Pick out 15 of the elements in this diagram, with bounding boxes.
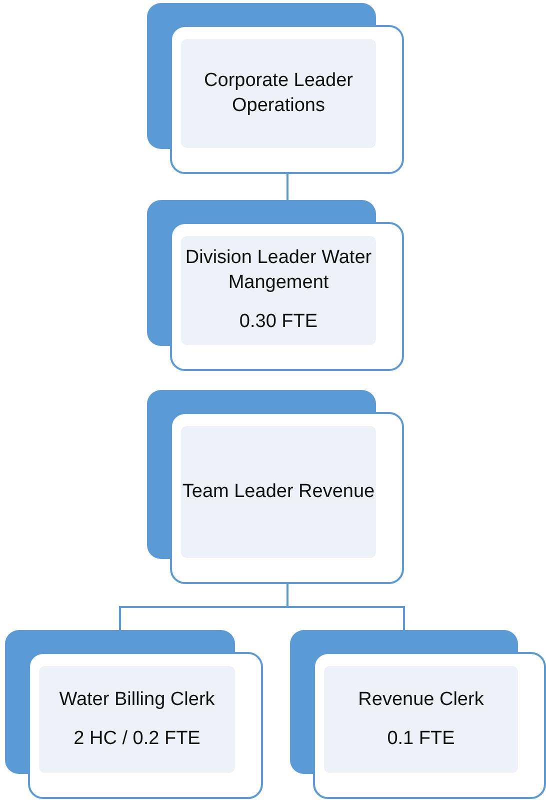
card-text: Corporate Leader Operations [203,68,354,118]
card-text: 0.1 FTE [387,726,455,750]
card-text: Revenue Clerk [358,688,484,712]
card-text: 0.30 FTE [239,310,318,334]
connector-line [286,584,405,630]
card-text: 2 HC / 0.2 FTE [74,726,200,750]
org-chart-card [5,630,263,799]
card-text: Water Billing Clerk [59,688,215,712]
org-chart-card [290,630,546,799]
card-text: Division Leader Water Mangement [184,246,373,296]
org-chart-card [147,200,404,371]
org-chart-card [147,3,404,174]
org-chart-card [147,390,404,584]
card-text: Team Leader Revenue [182,480,375,504]
connector-line [286,174,288,200]
